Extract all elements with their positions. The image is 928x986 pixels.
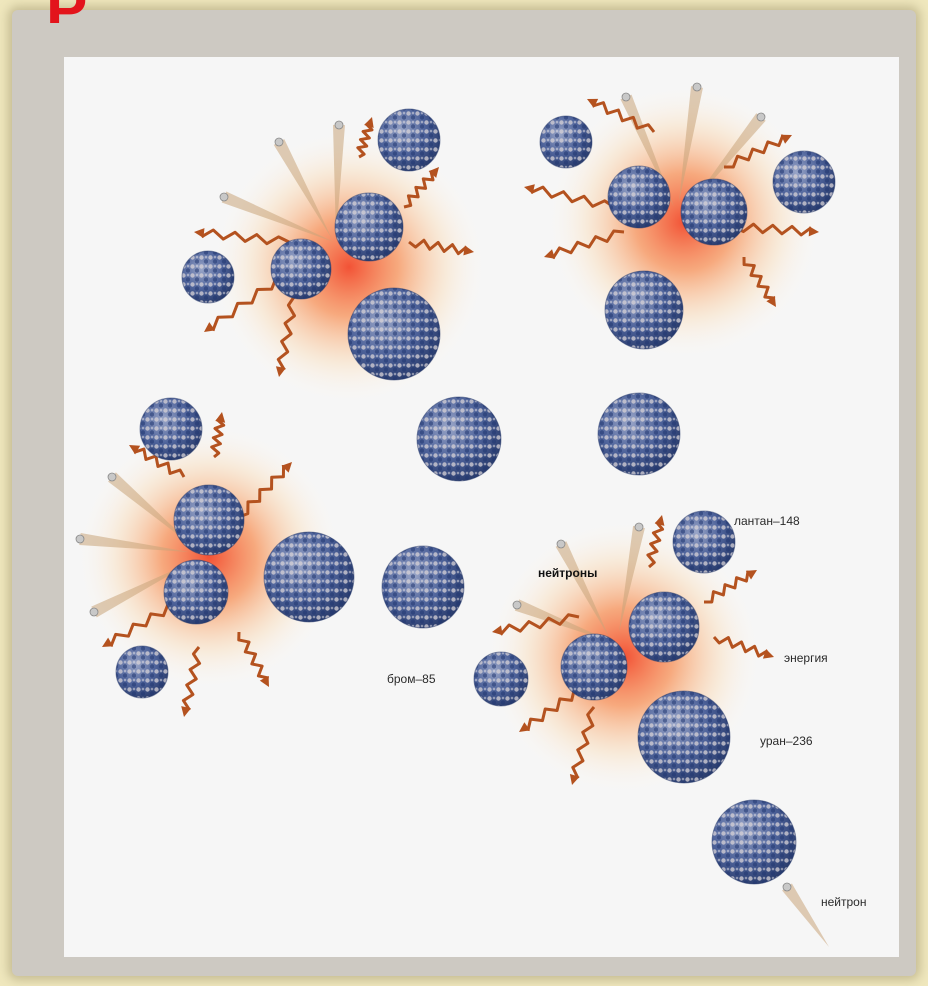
neutron-particle: [275, 138, 283, 146]
label-uranium-236: уран–236: [760, 734, 813, 748]
nucleus-fragment: [378, 109, 440, 171]
neutron-particle: [76, 535, 84, 543]
neutron-particle: [108, 473, 116, 481]
neutron-particle: [220, 193, 228, 201]
nucleus-fragment: [116, 646, 168, 698]
neutron-particle: [90, 608, 98, 616]
label-lanthanum-148: лантан–148: [734, 514, 800, 528]
uranium-nucleus: [382, 546, 464, 628]
lanthanum-148-nucleus: [673, 511, 735, 573]
nucleus-fragment: [605, 271, 683, 349]
energy-glow: [209, 127, 489, 407]
nucleus-fragment: [140, 398, 202, 460]
nucleus-fragment: [182, 251, 234, 303]
nucleus-fragment: [540, 116, 592, 168]
nucleus-fragment: [264, 532, 354, 622]
nucleus-fragment: [629, 592, 699, 662]
uranium-236-nucleus: [638, 691, 730, 783]
uranium-nucleus: [598, 393, 680, 475]
neutron-particle: [622, 93, 630, 101]
label-energy: энергия: [784, 651, 828, 665]
neutron-particle: [513, 601, 521, 609]
neutron-particle: [335, 121, 343, 129]
nucleus-fragment: [335, 193, 403, 261]
fission-diagram: лантан–148 нейтроны энергия бром–85 уран…: [64, 57, 899, 957]
neutron-trail: [782, 884, 829, 947]
energy-arrow-head: [194, 228, 204, 238]
bromine-85-nucleus: [474, 652, 528, 706]
fission-scene: [64, 57, 899, 957]
label-neutron: нейтрон: [821, 895, 866, 909]
nucleus-fragment: [561, 634, 627, 700]
slide-frame: Þ: [12, 10, 916, 976]
energy-arrow-head: [364, 117, 374, 128]
nucleus-fragment: [608, 166, 670, 228]
neutron-particle: [783, 883, 791, 891]
nucleus-fragment: [681, 179, 747, 245]
nucleus-fragment: [773, 151, 835, 213]
neutron-particle: [693, 83, 701, 91]
neutron-particle: [757, 113, 765, 121]
label-neutrons: нейтроны: [538, 566, 597, 580]
energy-arrow-head: [763, 649, 774, 658]
uranium-nucleus: [417, 397, 501, 481]
neutron-particle: [557, 540, 565, 548]
nucleus-fragment: [174, 485, 244, 555]
energy-arrow-head: [215, 412, 225, 423]
label-bromine-85: бром–85: [387, 672, 436, 686]
nucleus-fragment: [271, 239, 331, 299]
title-fragment: Þ: [46, 0, 87, 34]
neutron-particle: [635, 523, 643, 531]
nucleus-fragment: [348, 288, 440, 380]
uranium-nucleus: [712, 800, 796, 884]
nucleus-fragment: [164, 560, 228, 624]
